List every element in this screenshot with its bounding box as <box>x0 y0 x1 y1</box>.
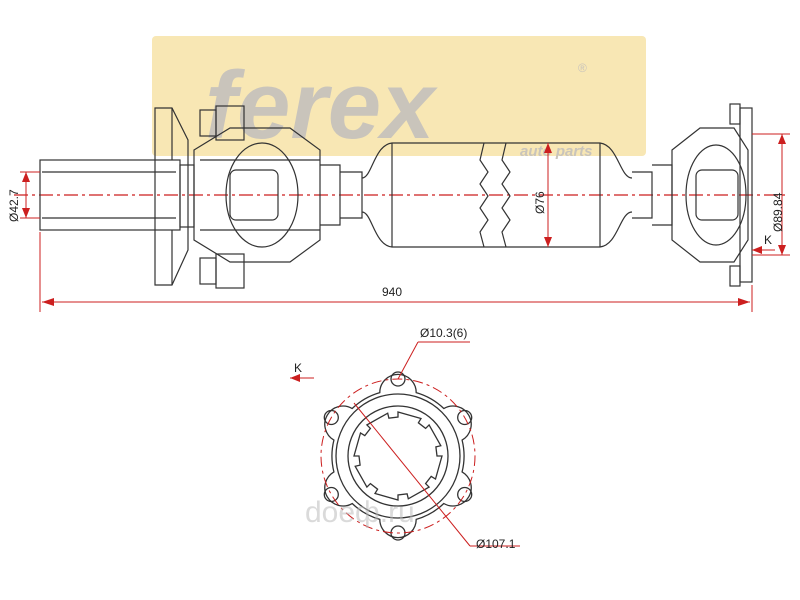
bolt-holes-label: Ø10.3(6) <box>420 326 467 340</box>
bolt-hole <box>390 371 406 387</box>
break-mark-left <box>479 142 489 248</box>
right-joint-housing <box>671 127 749 263</box>
bolt-hole <box>457 409 473 426</box>
flange-spline-bore <box>353 411 443 501</box>
flange-outline <box>324 373 472 539</box>
flange-inner-ring <box>335 393 461 519</box>
left-neck <box>320 164 363 226</box>
shaft-diameter-label: Ø76 <box>533 191 547 214</box>
logo-panel <box>152 36 646 156</box>
flange-end-view <box>323 371 473 541</box>
right-joint-ball <box>685 144 747 246</box>
left-joint-housing <box>193 127 321 263</box>
section-marker-side: K <box>764 233 772 247</box>
brand-tagline: auto parts <box>520 143 593 160</box>
bolt-hole <box>457 486 473 503</box>
watermark-text: doeф.ru <box>305 496 415 529</box>
shaft-side-view <box>14 103 785 289</box>
bolt-holes <box>323 371 473 541</box>
main-shaft-tube <box>361 142 633 248</box>
flange-bore-ring <box>347 405 449 507</box>
left-spline-end <box>179 164 195 228</box>
left-end-diameter-label: Ø42.7 <box>7 189 21 222</box>
right-flange-diameter-label: Ø89.84 <box>771 192 785 232</box>
flange-diameter-label: Ø107.1 <box>476 537 516 551</box>
registered-mark: ® <box>578 61 587 75</box>
left-joint-ball <box>225 142 299 248</box>
left-flange-bolt-bottom <box>199 253 245 289</box>
flange-dimensions <box>290 341 520 547</box>
brand-logo: ferex auto parts ® <box>152 36 646 160</box>
section-marker-end: K <box>294 361 302 375</box>
break-mark-right <box>501 142 511 248</box>
bolt-hole <box>323 409 339 426</box>
side-view-dimensions <box>20 133 790 312</box>
bolt-hole-leader <box>397 341 419 380</box>
overall-length-label: 940 <box>382 285 402 299</box>
flange-diameter-leader <box>353 402 471 547</box>
right-flange-ring <box>739 107 753 283</box>
bolt-hole <box>323 486 339 503</box>
left-flange-bolt-top <box>199 105 245 141</box>
